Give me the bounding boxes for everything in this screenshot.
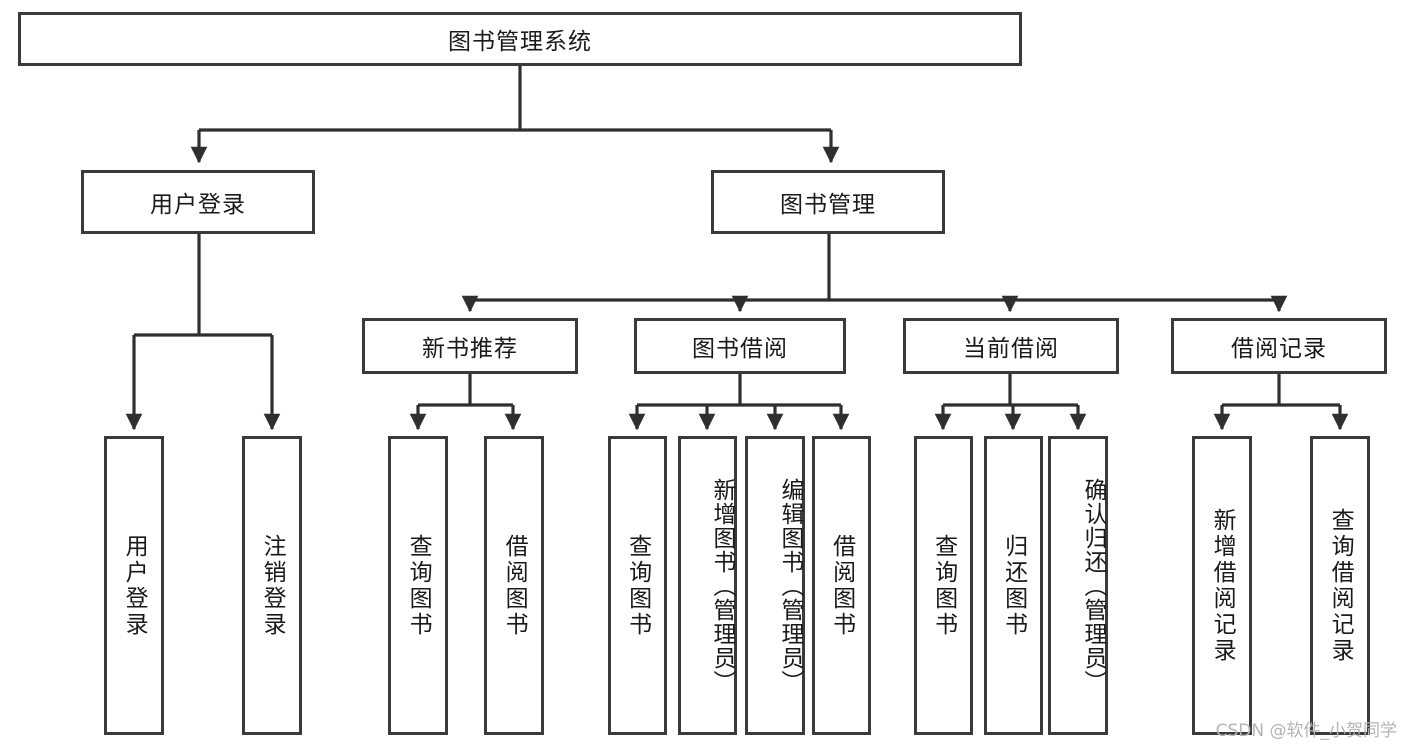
node-borrow-record-label: 借阅记录	[1231, 336, 1327, 362]
node-root[interactable]: 图书管理系统	[18, 12, 1022, 66]
leaf-return-book-label: 归还图书	[1000, 533, 1027, 638]
leaf-query-record[interactable]: 查询借阅记录	[1310, 436, 1370, 735]
leaf-add-record-label: 新增借阅记录	[1209, 507, 1236, 664]
leaf-logout-login[interactable]: 注销登录	[242, 436, 302, 735]
node-book-management[interactable]: 图书管理	[711, 170, 945, 234]
node-book-management-label: 图书管理	[780, 192, 876, 218]
leaf-query-book-1-label: 查询图书	[405, 533, 432, 638]
leaf-query-book-2[interactable]: 查询图书	[608, 436, 667, 735]
leaf-return-book[interactable]: 归还图书	[984, 436, 1043, 735]
leaf-borrow-book-2-label: 借阅图书	[828, 533, 855, 638]
leaf-borrow-book-2[interactable]: 借阅图书	[812, 436, 871, 735]
leaf-query-book-1[interactable]: 查询图书	[388, 436, 448, 735]
leaf-query-book-3[interactable]: 查询图书	[914, 436, 973, 735]
leaf-edit-book[interactable]: 编辑图书（管理员）	[745, 436, 805, 735]
node-book-borrow-label: 图书借阅	[692, 336, 788, 362]
watermark: CSDN @软件_小贺同学	[1215, 721, 1397, 741]
leaf-edit-book-label: 编辑图书（管理员）	[777, 477, 803, 694]
node-current-borrow[interactable]: 当前借阅	[903, 318, 1119, 374]
node-user-login-label: 用户登录	[150, 192, 246, 218]
node-new-book-recommend[interactable]: 新书推荐	[362, 318, 578, 374]
leaf-query-record-label: 查询借阅记录	[1327, 507, 1354, 664]
leaf-borrow-book-1-label: 借阅图书	[501, 533, 528, 638]
node-user-login[interactable]: 用户登录	[81, 170, 315, 234]
leaf-user-login-label: 用户登录	[121, 533, 148, 638]
leaf-add-book-label: 新增图书（管理员）	[709, 477, 735, 694]
leaf-query-book-2-label: 查询图书	[624, 533, 651, 638]
leaf-confirm-return-label: 确认归还（管理员）	[1080, 477, 1106, 694]
leaf-add-book[interactable]: 新增图书（管理员）	[678, 436, 737, 735]
leaf-user-login[interactable]: 用户登录	[104, 436, 164, 735]
node-book-borrow[interactable]: 图书借阅	[634, 318, 846, 374]
leaf-confirm-return[interactable]: 确认归还（管理员）	[1048, 436, 1108, 735]
node-new-book-recommend-label: 新书推荐	[422, 336, 518, 362]
leaf-query-book-3-label: 查询图书	[930, 533, 957, 638]
leaf-logout-login-label: 注销登录	[259, 533, 286, 638]
node-current-borrow-label: 当前借阅	[963, 336, 1059, 362]
leaf-add-record[interactable]: 新增借阅记录	[1192, 436, 1252, 735]
node-borrow-record[interactable]: 借阅记录	[1171, 318, 1387, 374]
node-root-label: 图书管理系统	[448, 29, 592, 55]
leaf-borrow-book-1[interactable]: 借阅图书	[484, 436, 544, 735]
